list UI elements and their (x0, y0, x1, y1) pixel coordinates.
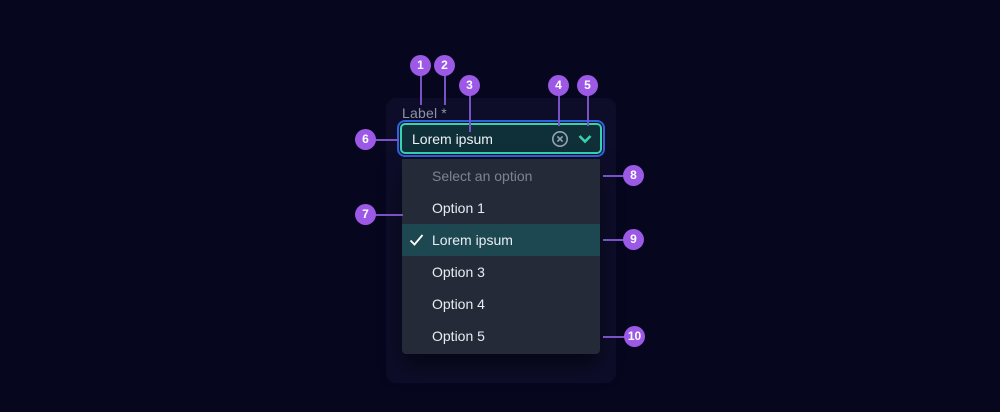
option-item-selected[interactable]: Lorem ipsum (402, 224, 600, 256)
marker-3-connector (469, 94, 471, 132)
annotation-marker-8: 8 (623, 165, 644, 186)
marker-2-connector (444, 74, 446, 105)
annotation-marker-7: 7 (355, 204, 376, 225)
annotation-marker-1: 1 (410, 55, 431, 76)
circle-x-icon (552, 130, 568, 147)
option-item[interactable]: Option 4 (432, 296, 485, 312)
marker-10-connector (603, 336, 625, 338)
annotation-marker-3: 3 (459, 75, 480, 96)
marker-7-connector (375, 214, 403, 216)
clear-selection-button[interactable] (551, 130, 569, 148)
option-placeholder[interactable]: Select an option (432, 168, 533, 184)
open-dropdown-button[interactable] (578, 134, 592, 144)
marker-4-connector (558, 94, 560, 126)
option-item[interactable]: Option 3 (432, 264, 485, 280)
annotation-marker-5: 5 (577, 75, 598, 96)
annotation-marker-9: 9 (623, 229, 644, 250)
annotation-marker-6: 6 (355, 129, 376, 150)
field-label: Label* (402, 105, 447, 121)
select-trigger[interactable]: Lorem ipsum (397, 120, 605, 157)
marker-9-connector (603, 239, 624, 241)
annotation-marker-2: 2 (434, 55, 455, 76)
marker-1-connector (420, 74, 422, 105)
marker-6-connector (375, 139, 399, 141)
select-inner: Lorem ipsum (400, 123, 602, 154)
marker-8-connector (603, 175, 624, 177)
select-selected-value: Lorem ipsum (412, 130, 493, 147)
label-text: Label (402, 105, 438, 121)
marker-5-connector (587, 94, 589, 126)
option-label: Lorem ipsum (432, 232, 513, 248)
option-item[interactable]: Option 5 (432, 328, 485, 344)
check-icon (409, 234, 424, 246)
chevron-down-icon (578, 134, 592, 143)
required-asterisk: * (441, 105, 447, 121)
annotation-marker-10: 10 (624, 326, 645, 347)
annotation-marker-4: 4 (548, 75, 569, 96)
option-item[interactable]: Option 1 (432, 200, 485, 216)
dropdown-list: Select an option Option 1 Lorem ipsum Op… (402, 159, 600, 354)
